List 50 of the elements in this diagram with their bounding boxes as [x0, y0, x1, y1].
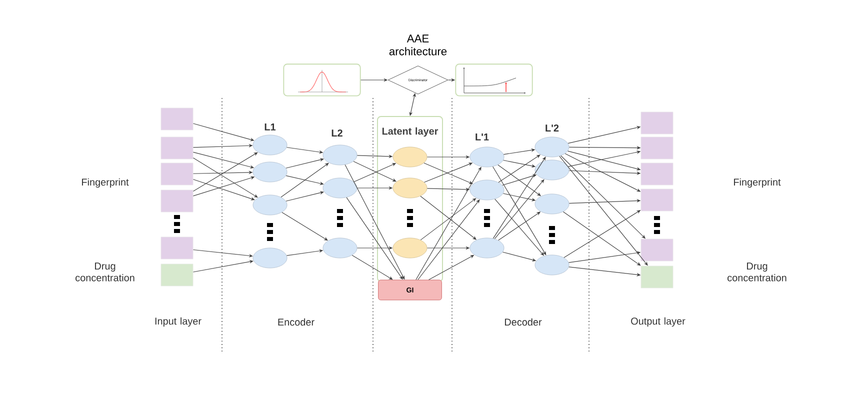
side-label: Drug concentration	[728, 262, 786, 282]
neuron-circle	[322, 144, 358, 166]
input-square	[640, 188, 674, 212]
neuron-circle	[252, 162, 288, 182]
side-label: Drug concentration	[76, 262, 134, 282]
neuron-circle	[534, 194, 570, 214]
neuron-circle	[252, 194, 288, 216]
side-label: Fingerprint	[734, 178, 781, 188]
arrow	[492, 156, 546, 239]
input-square	[160, 108, 194, 130]
neuron-circle	[252, 134, 288, 156]
section-label: Output layer	[631, 317, 686, 327]
neuron-circle	[470, 180, 504, 200]
input-square	[640, 136, 674, 160]
arrow	[192, 158, 258, 198]
plot-box	[283, 64, 361, 96]
neuron-circle	[322, 238, 358, 258]
neuron-circle	[534, 136, 570, 158]
input-square	[640, 238, 674, 262]
neuron-circle	[322, 178, 358, 198]
arrow	[498, 154, 540, 183]
neuron-circle	[392, 238, 428, 258]
neuron-circle	[392, 178, 428, 198]
input-square	[160, 162, 194, 186]
input-square	[160, 236, 194, 260]
title: AAE architecture	[389, 34, 447, 56]
input-square	[640, 112, 674, 134]
neuron-circle	[534, 254, 570, 276]
plot-box	[455, 64, 533, 96]
arrow	[192, 152, 258, 192]
input-square	[160, 190, 194, 212]
input-square	[640, 162, 674, 186]
layer-label: L1	[264, 124, 276, 130]
neuron-circle	[392, 146, 428, 168]
neuron-circle	[470, 238, 504, 258]
section-label: Encoder	[278, 318, 314, 326]
input-square	[160, 264, 194, 286]
side-label: Fingerprint	[82, 178, 129, 188]
input-square	[160, 136, 194, 160]
input-square	[640, 266, 674, 288]
neuron-circle	[534, 160, 570, 180]
section-label: Input layer	[155, 317, 202, 327]
section-label: Decoder	[505, 318, 542, 326]
arrow	[494, 179, 544, 240]
arrow	[352, 254, 393, 280]
neuron-circle	[470, 146, 504, 168]
arrow	[562, 211, 641, 266]
neuron-circle	[252, 248, 288, 268]
layer-label: L'2	[546, 124, 559, 132]
arrow	[192, 179, 255, 200]
